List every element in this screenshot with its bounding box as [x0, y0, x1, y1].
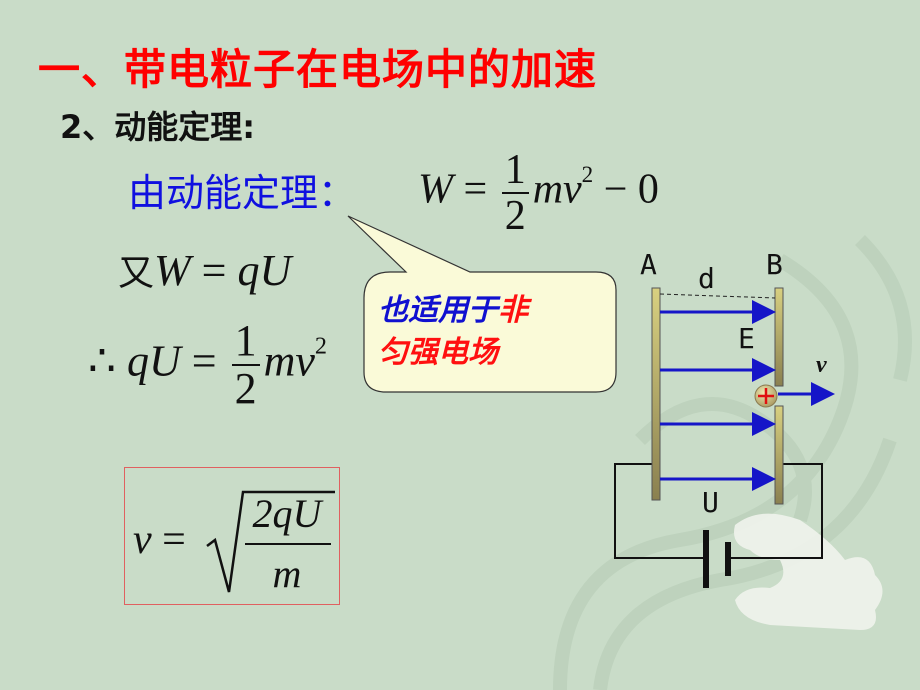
eq2-lhs: W	[154, 246, 191, 295]
eq1-mv: mv	[532, 166, 582, 213]
equation-work-energy: W = 1 2 mv2 − 0	[418, 148, 659, 238]
distance-line	[659, 293, 776, 299]
eq3-fraction: 1 2	[231, 316, 260, 412]
sqrt-symbol-icon	[206, 490, 335, 593]
velocity-label: v	[816, 352, 827, 378]
battery-long-plate	[703, 530, 709, 588]
eq3-exponent: 2	[314, 332, 328, 360]
result-formula-box: v = 2qU m	[124, 467, 340, 605]
result-equals: =	[162, 517, 186, 563]
plate-b-label: B	[766, 248, 783, 281]
plate-a-label: A	[640, 248, 657, 281]
field-label: E	[738, 322, 755, 355]
eq3-mv: mv	[263, 336, 315, 386]
eq1-frac-num: 1	[504, 147, 526, 193]
section-subtitle: 2、动能定理:	[60, 108, 256, 146]
eq3-frac-num: 1	[234, 316, 257, 365]
eq3-frac-den: 2	[231, 364, 260, 412]
eq1-equals: =	[463, 166, 488, 213]
eq3-equals: =	[191, 336, 217, 386]
circuit-wire	[728, 463, 823, 559]
distance-label: d	[698, 262, 715, 295]
voltage-label: U	[702, 486, 719, 519]
circuit-wire	[614, 463, 705, 559]
eq1-fraction: 1 2	[501, 147, 529, 238]
eq1-lhs: W	[418, 166, 453, 213]
callout-line2: 匀强电场	[378, 335, 498, 370]
callout-text: 也适用于非 匀强电场	[378, 290, 528, 374]
eq1-exponent: 2	[581, 160, 594, 187]
eq1-frac-den: 2	[501, 192, 529, 238]
callout-line1-red: 非	[498, 293, 528, 328]
eq2-rhs: qU	[237, 246, 292, 295]
plate-a	[651, 287, 661, 501]
callout-line1-blue: 也适用于	[378, 293, 498, 328]
result-numerator: 2qU	[252, 491, 322, 536]
plate-b-lower	[774, 405, 784, 505]
positive-charge-icon	[754, 384, 778, 408]
equation-work-charge: 又W = qU	[118, 244, 291, 296]
eq1-tail: − 0	[603, 166, 659, 213]
eq3-lhs: qU	[127, 336, 181, 386]
eq2-equals: =	[201, 246, 227, 295]
lead-text: 由动能定理：	[128, 171, 357, 215]
capacitor-diagram	[614, 287, 835, 588]
result-denominator: m	[272, 551, 302, 596]
plate-b-upper	[774, 287, 784, 387]
eq3-prefix: ∴	[88, 336, 116, 386]
result-lhs: v	[133, 517, 152, 563]
callout-bubble	[347, 215, 617, 393]
battery-short-plate	[725, 542, 731, 576]
equation-therefore: ∴ qU = 1 2 mv2	[88, 316, 328, 412]
slide-title: 一、带电粒子在电场中的加速	[38, 45, 598, 94]
eq2-prefix: 又	[118, 253, 155, 294]
